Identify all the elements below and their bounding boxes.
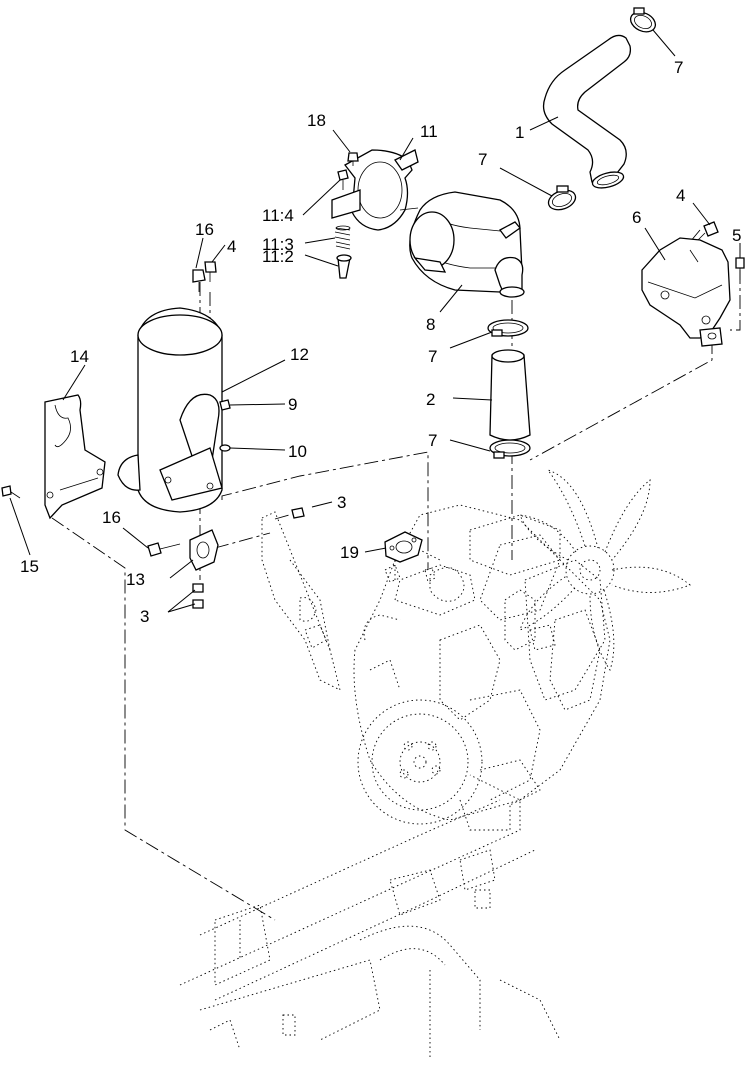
callout-18: 18	[307, 111, 326, 130]
callout-9: 9	[288, 395, 297, 414]
callout-3-upper: 3	[337, 493, 346, 512]
callout-labels: 1 2 3 3 4 4 5 6 7 7 7 7 8 9 10 11 11:4 1…	[20, 58, 741, 626]
callout-13: 13	[126, 570, 145, 589]
callout-7-lower: 7	[428, 431, 437, 450]
intake-hose	[489, 349, 531, 441]
callout-19: 19	[340, 543, 359, 562]
bolt-4-left	[204, 261, 217, 282]
heat-shield-14	[44, 394, 106, 520]
callout-6: 6	[632, 208, 641, 227]
nut-3-lower-a	[192, 583, 204, 593]
pin-11-2	[336, 254, 352, 279]
hose-clamp-lower	[489, 439, 531, 459]
callout-1: 1	[515, 123, 524, 142]
callout-10: 10	[288, 442, 307, 461]
callout-4-left: 4	[227, 237, 236, 256]
callout-2: 2	[426, 390, 435, 409]
bolt-18	[347, 152, 359, 166]
callout-7-middle: 7	[428, 347, 437, 366]
washer-10	[219, 444, 231, 452]
muffler	[117, 307, 223, 513]
cooling-fan	[519, 469, 691, 672]
bolt-15	[1, 485, 21, 499]
bolt-4-right	[697, 221, 719, 241]
exhaust-studs	[384, 564, 436, 583]
callout-11: 11	[420, 122, 438, 141]
callout-8: 8	[426, 315, 435, 334]
callout-14: 14	[70, 347, 89, 366]
air-cleaner	[409, 191, 525, 298]
bolt-5	[735, 257, 745, 280]
hose-clamp-top	[629, 7, 657, 33]
bolt-3-upper	[291, 507, 305, 519]
callout-11-2: 11:2	[262, 247, 294, 266]
intake-pipe	[542, 34, 632, 189]
hose-clamp-middle	[487, 319, 529, 337]
callout-4-right: 4	[676, 186, 685, 205]
air-cleaner-band	[331, 149, 419, 231]
spring-11-3	[334, 225, 351, 250]
callout-15: 15	[20, 557, 39, 576]
callout-12: 12	[290, 345, 309, 364]
exhaust-bracket-13	[189, 529, 219, 571]
nut-3-lower-b	[192, 599, 204, 609]
engine-mount-bracket	[261, 511, 341, 691]
callout-7-top: 7	[674, 58, 683, 77]
callout-3-lower: 3	[140, 607, 149, 626]
chassis-frame	[179, 774, 561, 1060]
bolt-16-lower	[147, 542, 181, 557]
callout-16-top: 16	[195, 220, 214, 239]
mounting-bracket-6	[641, 237, 731, 347]
callout-16-lower: 16	[102, 508, 121, 527]
nut-9	[219, 399, 231, 411]
leader-lines	[9, 29, 741, 613]
nut-11-4	[337, 169, 349, 190]
callout-7-upper: 7	[478, 150, 487, 169]
callout-5: 5	[732, 226, 741, 245]
exhaust-gasket-19	[384, 531, 423, 563]
callout-11-3: 11:3	[262, 235, 294, 254]
callout-11-4: 11:4	[262, 206, 294, 225]
bolt-16-top	[192, 269, 206, 292]
hose-clamp-upper	[547, 185, 577, 211]
engine-block	[353, 504, 611, 831]
